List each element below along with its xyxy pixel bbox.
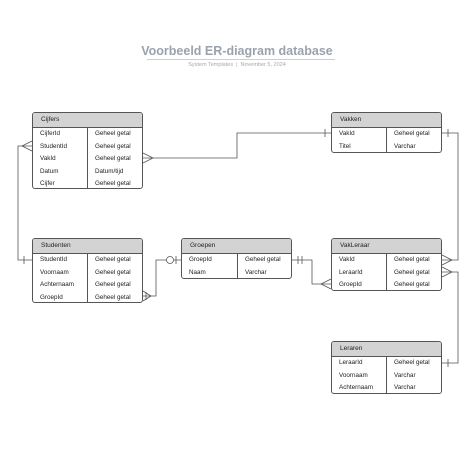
field-type: Geheel getal <box>95 256 131 263</box>
entity-row: LeraarId Geheel getal <box>332 357 441 370</box>
entity-row: VakId Geheel getal <box>332 128 441 141</box>
relationship-leraren-vakleraar <box>442 271 459 364</box>
title-divider <box>147 59 335 60</box>
field-name: LeraarId <box>339 268 363 276</box>
field-name: LeraarId <box>339 359 363 366</box>
field-type: Varchar <box>245 268 267 276</box>
field-name: VakId <box>40 155 56 162</box>
entity-row: Titel Varchar <box>332 141 441 153</box>
entity-row: StudentId Geheel getal <box>33 141 142 154</box>
crow-foot-marker <box>441 266 453 278</box>
zero-marker <box>166 256 174 264</box>
relationship-cijfers-vakken <box>143 132 331 159</box>
entity-row: Cijfer Geheel getal <box>33 178 142 188</box>
field-type: Geheel getal <box>95 130 131 137</box>
field-name: StudentId <box>40 142 67 150</box>
field-type: Datum/tijd <box>95 167 124 175</box>
entity-header: Studenten <box>33 239 142 254</box>
field-type: Geheel getal <box>394 256 430 263</box>
entity-header: Vakken <box>332 113 441 128</box>
entity-row: Datum Datum/tijd <box>33 166 142 179</box>
field-name: GroepId <box>40 293 63 301</box>
crow-foot-marker <box>441 254 453 266</box>
field-name: Naam <box>189 268 206 276</box>
field-type: Geheel getal <box>394 359 430 366</box>
entity-row: GroepId Geheel getal <box>33 292 142 303</box>
subtitle-separator: | <box>236 62 238 68</box>
field-name: Achternaam <box>339 384 373 391</box>
field-type: Geheel getal <box>95 142 131 150</box>
field-name: Voornaam <box>40 268 69 276</box>
field-name: Achternaam <box>40 281 74 288</box>
field-type: Geheel getal <box>245 256 281 263</box>
field-type: Varchar <box>394 142 416 150</box>
field-type: Varchar <box>394 371 416 379</box>
entity-header: VakLeraar <box>332 239 441 254</box>
subtitle-source: System Templates <box>188 62 234 68</box>
field-type: Geheel getal <box>95 180 131 187</box>
entity-row: CijferId Geheel getal <box>33 128 142 141</box>
entity-row: Achternaam Geheel getal <box>33 279 142 292</box>
field-type: Varchar <box>394 384 416 391</box>
entity-row: GroepId Geheel getal <box>182 254 291 267</box>
field-type: Geheel getal <box>95 281 131 288</box>
crow-foot-marker <box>142 152 154 164</box>
crow-foot-marker <box>21 140 33 152</box>
field-name: Voornaam <box>339 371 368 379</box>
column-divider <box>237 254 238 278</box>
entity-header: Cijfers <box>33 113 142 128</box>
entity-body: GroepId Geheel getal Naam Varchar <box>182 254 291 279</box>
field-name: GroepId <box>339 281 362 288</box>
diagram-title: Voorbeeld ER-diagram database <box>141 44 333 58</box>
field-name: Titel <box>339 142 351 150</box>
column-divider <box>386 128 387 152</box>
entity-header: Groepen <box>182 239 291 254</box>
field-name: GroepId <box>189 256 212 263</box>
subtitle-date: November 5, 2024 <box>240 62 286 68</box>
entity-row: VakId Geheel getal <box>33 153 142 166</box>
entity-row: Voornaam Geheel getal <box>33 267 142 280</box>
field-type: Geheel getal <box>394 268 430 276</box>
diagram-subtitle: System Templates|November 5, 2024 <box>0 62 474 68</box>
entity-row: LeraarId Geheel getal <box>332 267 441 280</box>
field-type: Geheel getal <box>95 155 131 162</box>
entity-row: Naam Varchar <box>182 267 291 279</box>
field-name: Cijfer <box>40 180 55 187</box>
entity-vakken[interactable]: Vakken VakId Geheel getal Titel Varchar <box>331 112 442 153</box>
field-type: Geheel getal <box>394 130 430 137</box>
entity-row: Voornaam Varchar <box>332 370 441 383</box>
field-type: Geheel getal <box>95 293 131 301</box>
column-divider <box>87 128 88 188</box>
field-name: StudentId <box>40 256 67 263</box>
column-divider <box>386 357 387 393</box>
column-divider <box>386 254 387 290</box>
field-type: Geheel getal <box>95 268 131 276</box>
column-divider <box>87 254 88 302</box>
entity-row: StudentId Geheel getal <box>33 254 142 267</box>
entity-groepen[interactable]: Groepen GroepId Geheel getal Naam Varchar <box>181 238 292 279</box>
entity-row: Achternaam Varchar <box>332 382 441 393</box>
field-name: VakId <box>339 130 355 137</box>
field-name: Datum <box>40 167 59 175</box>
entity-row: GroepId Geheel getal <box>332 279 441 290</box>
relationship-cijfers-studenten <box>17 145 32 261</box>
field-type: Geheel getal <box>394 281 430 288</box>
entity-row: VakId Geheel getal <box>332 254 441 267</box>
entity-header: Leraren <box>332 342 441 357</box>
crow-foot-marker <box>320 278 332 290</box>
relationship-studenten-groepen <box>143 259 181 297</box>
field-name: CijferId <box>40 130 60 137</box>
field-name: VakId <box>339 256 355 263</box>
entity-body: VakId Geheel getal Titel Varchar <box>332 128 441 153</box>
relationship-vakken-vakleraar <box>442 132 459 261</box>
